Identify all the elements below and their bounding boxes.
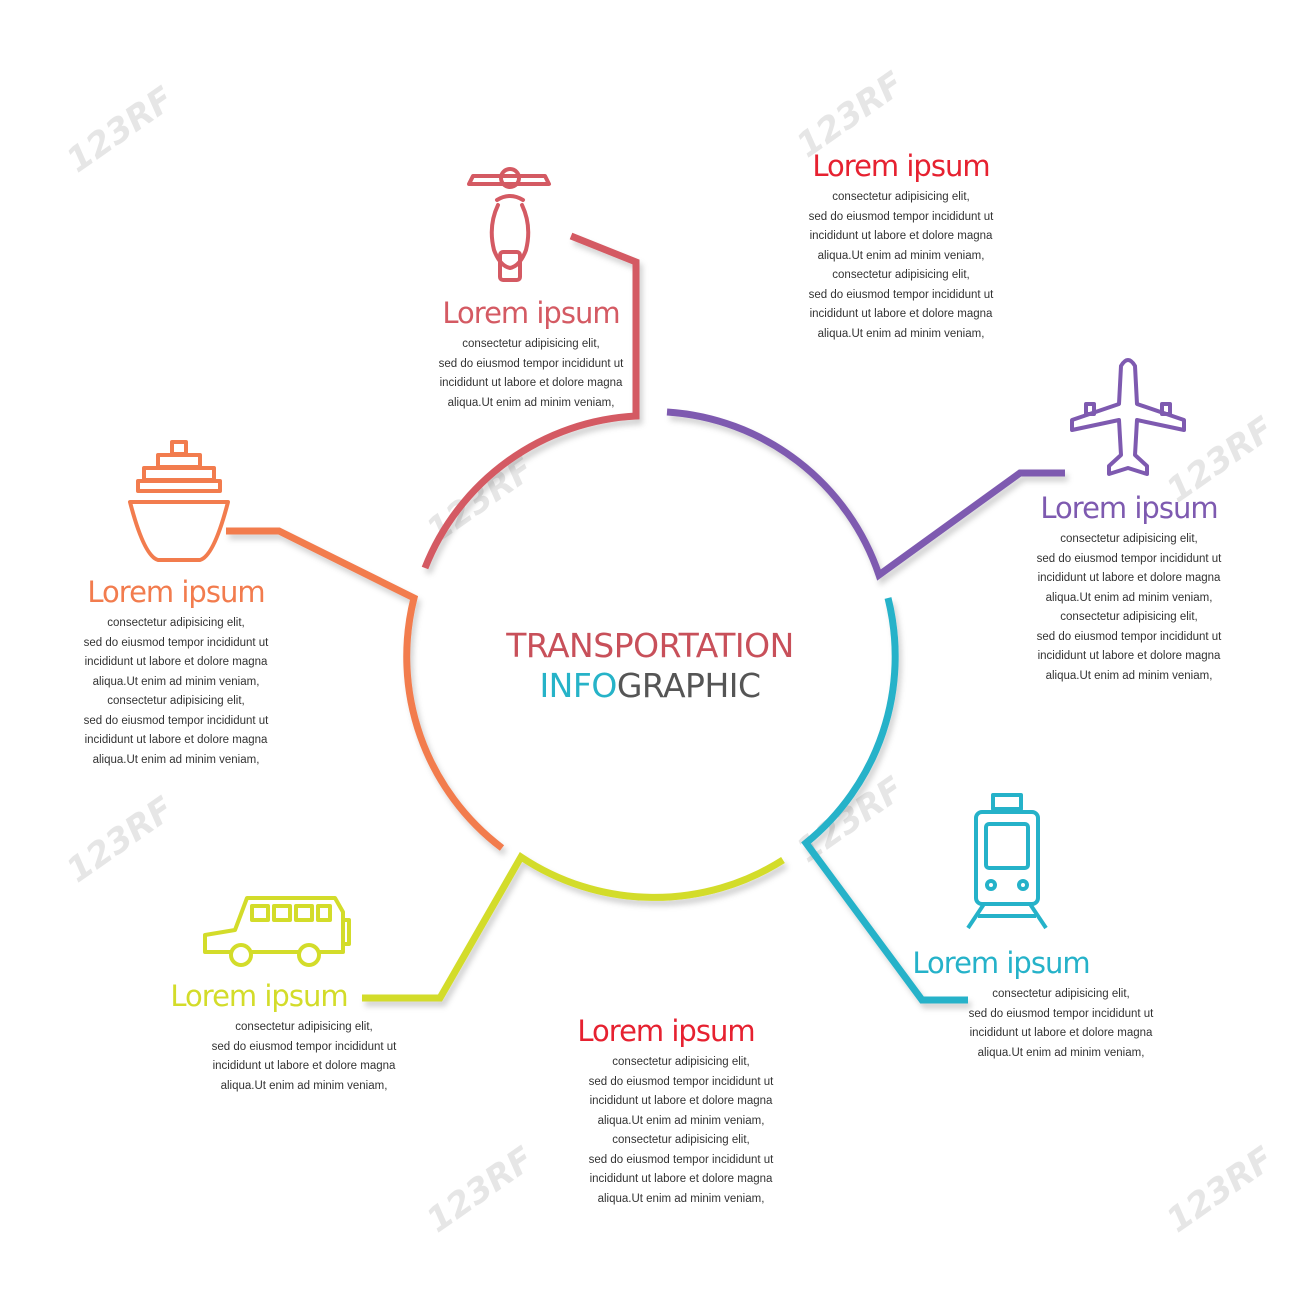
block-line: sed do eiusmod tempor incididunt ut xyxy=(1036,630,1222,643)
block-bottom: Lorem ipsum consectetur adipisicing elit… xyxy=(550,1013,812,1209)
block-plane: Lorem ipsum consectetur adipisicing elit… xyxy=(998,490,1260,686)
scooter-icon xyxy=(467,167,551,282)
ship-arc xyxy=(226,527,505,851)
block-title: Lorem ipsum xyxy=(577,1014,755,1048)
block-line: aliqua.Ut enim ad minim veniam, xyxy=(597,1192,765,1205)
block-line: consectetur adipisicing elit, xyxy=(1060,611,1198,623)
block-line: aliqua.Ut enim ad minim veniam, xyxy=(1045,669,1213,682)
block-title: Lorem ipsum xyxy=(87,575,265,609)
center-title: TRANSPORTATION xyxy=(400,626,900,665)
block-line: consectetur adipisicing elit, xyxy=(462,338,600,350)
ground-arc xyxy=(362,852,785,1002)
block-line: consectetur adipisicing elit, xyxy=(832,269,970,281)
block-line: sed do eiusmod tempor incididunt ut xyxy=(438,357,624,370)
block-line: incididunt ut labore et dolore magna xyxy=(84,656,268,668)
block-line: sed do eiusmod tempor incididunt ut xyxy=(808,210,994,223)
block-line: incididunt ut labore et dolore magna xyxy=(589,1095,773,1107)
block-line: consectetur adipisicing elit, xyxy=(992,988,1130,1000)
block-line: aliqua.Ut enim ad minim veniam, xyxy=(92,675,260,688)
block-line: incididunt ut labore et dolore magna xyxy=(1037,650,1221,662)
block-line: incididunt ut labore et dolore magna xyxy=(969,1027,1153,1039)
block-line: consectetur adipisicing elit, xyxy=(832,191,970,203)
block-line: sed do eiusmod tempor incididunt ut xyxy=(211,1040,397,1053)
block-line: sed do eiusmod tempor incididunt ut xyxy=(1036,552,1222,565)
block-line: sed do eiusmod tempor incididunt ut xyxy=(83,636,269,649)
block-line: incididunt ut labore et dolore magna xyxy=(212,1060,396,1072)
block-line: sed do eiusmod tempor incididunt ut xyxy=(83,714,269,727)
block-line: incididunt ut labore et dolore magna xyxy=(589,1173,773,1185)
block-line: incididunt ut labore et dolore magna xyxy=(809,230,993,242)
train-icon xyxy=(966,793,1048,930)
block-line: sed do eiusmod tempor incididunt ut xyxy=(588,1153,774,1166)
block-scooter: Lorem ipsum consectetur adipisicing elit… xyxy=(400,295,662,413)
block-line: aliqua.Ut enim ad minim veniam, xyxy=(1045,591,1213,604)
block-line: aliqua.Ut enim ad minim veniam, xyxy=(977,1046,1145,1059)
block-line: incididunt ut labore et dolore magna xyxy=(809,308,993,320)
block-title: Lorem ipsum xyxy=(170,979,348,1013)
block-title: Lorem ipsum xyxy=(1040,491,1218,525)
block-train: Lorem ipsum consectetur adipisicing elit… xyxy=(912,945,1192,1063)
block-car: Lorem ipsum consectetur adipisicing elit… xyxy=(170,978,435,1096)
block-line: consectetur adipisicing elit, xyxy=(107,695,245,707)
block-line: consectetur adipisicing elit, xyxy=(107,617,245,629)
block-title: Lorem ipsum xyxy=(912,946,1090,980)
block-line: incididunt ut labore et dolore magna xyxy=(1037,572,1221,584)
ship-icon xyxy=(128,440,230,562)
plane-arc xyxy=(666,408,1065,581)
block-line: aliqua.Ut enim ad minim veniam, xyxy=(92,753,260,766)
block-line: consectetur adipisicing elit, xyxy=(1060,533,1198,545)
block-line: incididunt ut labore et dolore magna xyxy=(439,377,623,389)
block-line: aliqua.Ut enim ad minim veniam, xyxy=(817,327,985,340)
block-line: aliqua.Ut enim ad minim veniam, xyxy=(597,1114,765,1127)
airplane-icon xyxy=(1070,358,1186,476)
center-subtitle-accent: INFO xyxy=(539,666,617,705)
block-line: incididunt ut labore et dolore magna xyxy=(84,734,268,746)
center-title-line1: TRANSPORTATION xyxy=(506,626,794,665)
block-ship: Lorem ipsum consectetur adipisicing elit… xyxy=(45,574,307,770)
block-top-right: Lorem ipsum consectetur adipisicing elit… xyxy=(770,148,1032,344)
block-line: sed do eiusmod tempor incididunt ut xyxy=(808,288,994,301)
block-line: consectetur adipisicing elit, xyxy=(612,1056,750,1068)
center-subtitle-rest: GRAPHIC xyxy=(616,666,761,705)
block-line: aliqua.Ut enim ad minim veniam, xyxy=(817,249,985,262)
block-line: sed do eiusmod tempor incididunt ut xyxy=(588,1075,774,1088)
block-line: aliqua.Ut enim ad minim veniam, xyxy=(447,396,615,409)
train-arc xyxy=(801,597,968,1004)
block-line: consectetur adipisicing elit, xyxy=(612,1134,750,1146)
block-title: Lorem ipsum xyxy=(442,296,620,330)
block-line: consectetur adipisicing elit, xyxy=(235,1021,373,1033)
block-title: Lorem ipsum xyxy=(812,149,990,183)
scooter-arc xyxy=(421,232,640,570)
car-icon xyxy=(203,896,351,967)
block-line: aliqua.Ut enim ad minim veniam, xyxy=(220,1079,388,1092)
block-line: sed do eiusmod tempor incididunt ut xyxy=(968,1007,1154,1020)
center-subtitle: INFOGRAPHIC xyxy=(400,666,900,705)
